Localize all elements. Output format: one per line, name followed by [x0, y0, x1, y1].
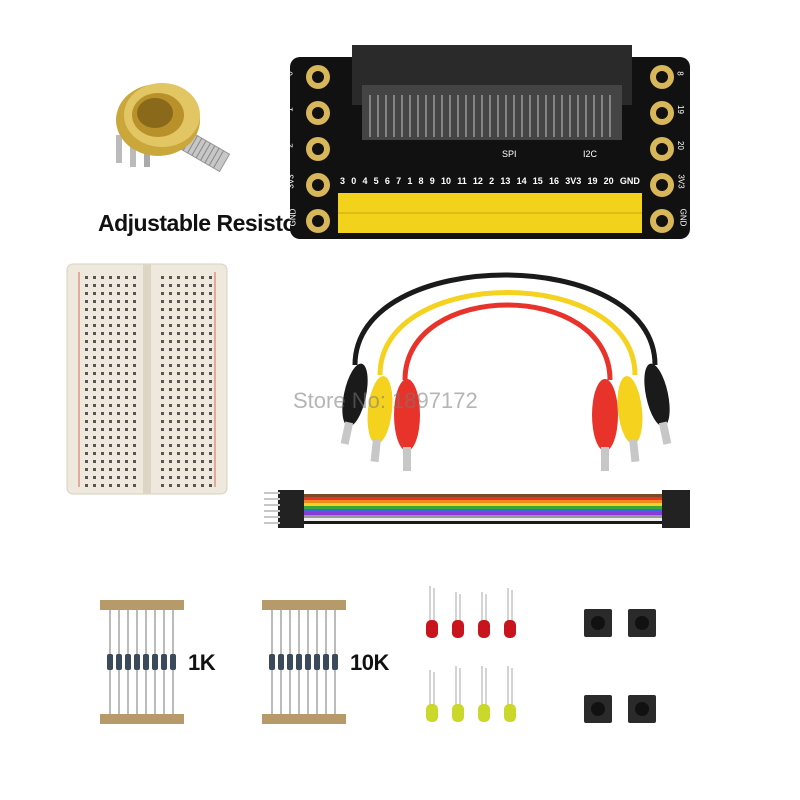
jumper-wire-ribbon-image — [262, 480, 697, 540]
left-pin-label: 1 — [285, 107, 295, 112]
pin-number: 7 — [396, 176, 402, 186]
pin-number: GND — [619, 176, 640, 186]
left-pin-labels: 0 1 2 3V3 GND — [286, 59, 300, 239]
pin-number-row: 3 0 4 5 6 7 1 8 9 10 11 12 2 13 14 15 16… — [340, 176, 640, 190]
pin-number: 5 — [373, 176, 379, 186]
resistor-10k-caption: 10K — [350, 650, 389, 675]
store-watermark: Store No: 1897172 — [293, 388, 478, 413]
left-pin-label: 0 — [285, 71, 295, 76]
right-pin-label: 20 — [675, 141, 685, 150]
pin-number: 15 — [532, 176, 543, 186]
pin-number: 3 — [340, 176, 346, 186]
left-pin-label: GND — [288, 208, 298, 227]
right-pin-label: 3V3 — [676, 174, 686, 189]
right-pin-labels: 8 19 20 3V3 GND — [675, 59, 690, 239]
pin-number: 12 — [472, 176, 483, 186]
spi-label: SPI — [502, 149, 517, 159]
pin-number: 0 — [351, 176, 357, 186]
pin-number: 3V3 — [565, 176, 582, 186]
pin-number: 10 — [440, 176, 451, 186]
pin-number: 8 — [418, 176, 424, 186]
pin-number: 14 — [516, 176, 527, 186]
resistor-strip-10k-image — [262, 598, 347, 726]
i2c-label: I2C — [583, 149, 598, 159]
left-pin-label: 3V3 — [286, 174, 296, 189]
resistor-1k-caption: 1K — [188, 650, 216, 675]
pin-number: 4 — [362, 176, 368, 186]
left-pin-label: 2 — [285, 143, 295, 148]
pin-number: 19 — [587, 176, 598, 186]
pin-number: 16 — [549, 176, 560, 186]
alligator-clip-cables-image — [325, 255, 690, 480]
breakout-board-image: 0 1 2 3V3 GND 8 19 20 3V3 GND SPI I2C 3 … — [286, 45, 690, 240]
right-pin-label: GND — [678, 208, 688, 227]
pin-number: 11 — [457, 176, 467, 186]
pin-number: 2 — [489, 176, 495, 186]
led-set-image — [418, 582, 523, 742]
right-pin-label: 19 — [675, 105, 685, 114]
potentiometer-image — [100, 65, 240, 200]
pin-number: 1 — [407, 176, 413, 186]
pin-number: 20 — [603, 176, 614, 186]
resistor-strip-1k-image — [100, 598, 185, 726]
pin-number: 9 — [429, 176, 435, 186]
adjustable-resistor-caption: Adjustable Resistor — [98, 210, 305, 236]
right-pin-label: 8 — [675, 71, 685, 76]
tactile-button-set-image — [580, 605, 660, 735]
pin-number: 13 — [500, 176, 511, 186]
breadboard-image — [65, 262, 230, 497]
pin-number: 6 — [384, 176, 390, 186]
